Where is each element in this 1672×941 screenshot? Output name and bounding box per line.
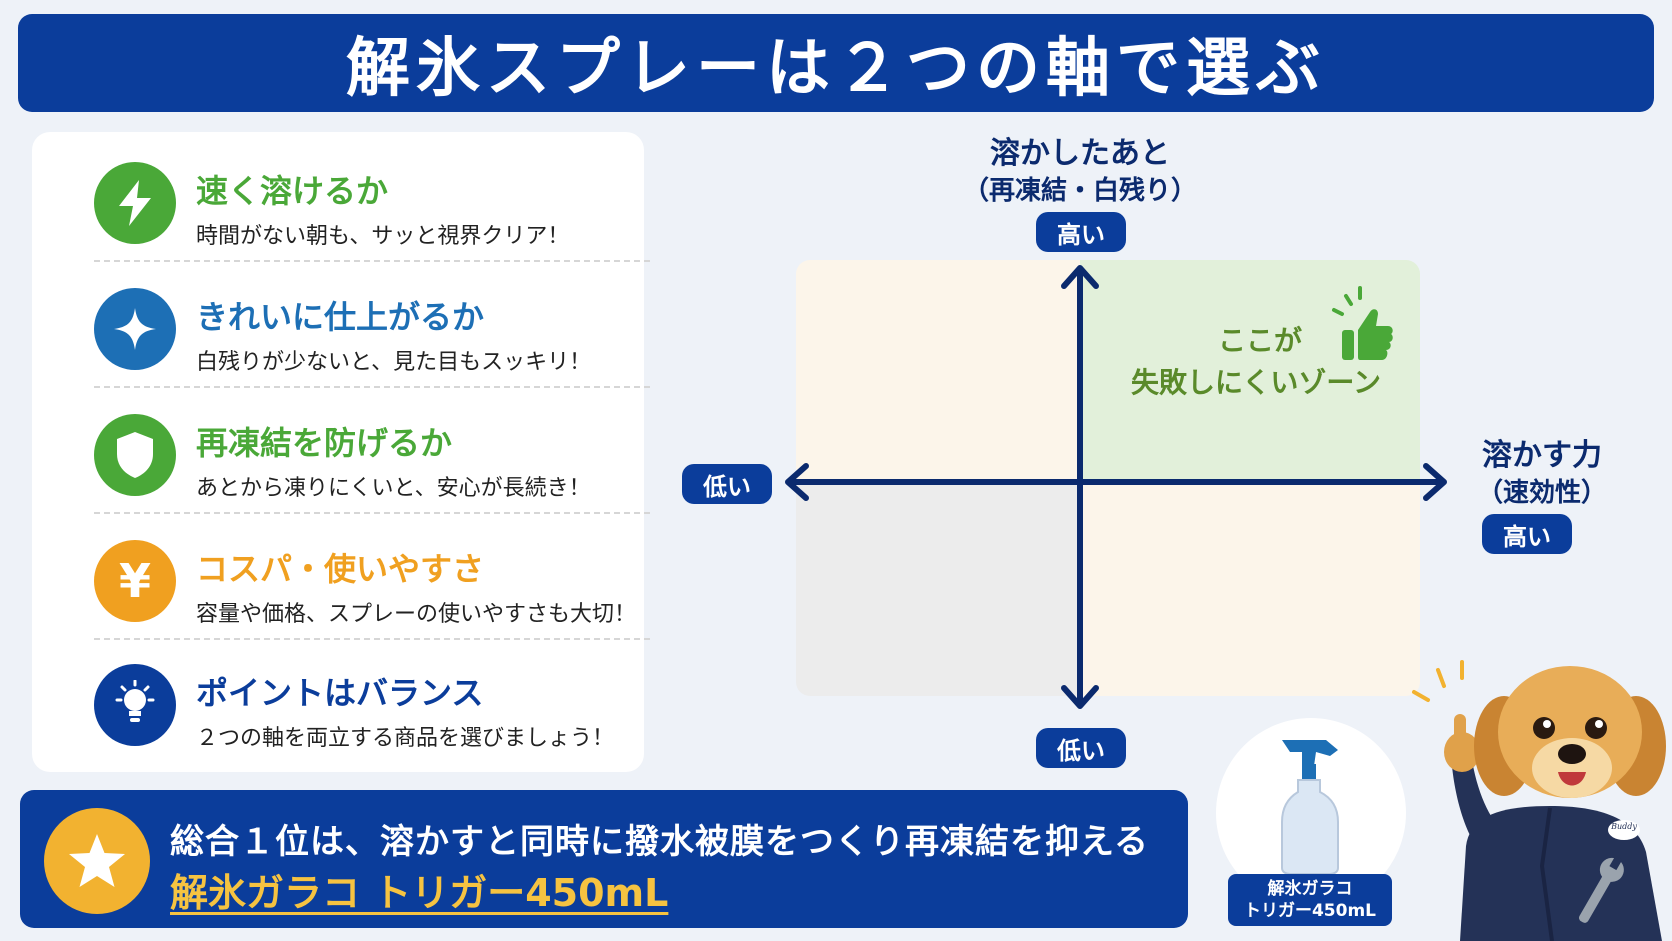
divider (94, 260, 650, 262)
mascot-name-patch: Buddy (1611, 822, 1637, 831)
quadrant-top-right (1080, 260, 1420, 480)
page-title: 解氷スプレーは２つの軸で選ぶ (346, 32, 1326, 106)
point-description: 時間がない朝も、サッと視界クリア！ (196, 224, 570, 249)
sparkle-icon (94, 288, 176, 370)
shield-icon (94, 414, 176, 496)
point-title: コスパ・使いやすさ (196, 550, 485, 588)
quadrant-bottom-right (1080, 480, 1420, 696)
product-link[interactable]: 解氷ガラコ トリガー450mL (170, 871, 669, 915)
point-item-speed: 速く溶けるか 時間がない朝も、サッと視界クリア！ (62, 136, 650, 262)
point-title: 速く溶けるか (196, 172, 389, 210)
y-axis-subtitle: （再凍結・白残り） (962, 176, 1197, 206)
bottle-label-line2: トリガー450mL (1243, 901, 1377, 921)
mascot-dog: Buddy (1400, 656, 1672, 941)
point-description: 白残りが少ないと、見た目もスッキリ！ (196, 350, 592, 375)
quadrant-bottom-left (796, 480, 1080, 696)
point-description: ２つの軸を両立する商品を選びましょう！ (196, 726, 615, 751)
x-axis-title: 溶かす力 (1482, 438, 1602, 473)
summary-text: 総合１位は、溶かすと同時に撥水被膜をつくり再凍結を抑える (170, 822, 1149, 862)
divider (94, 386, 650, 388)
x-high-badge: 高い (1482, 514, 1572, 554)
summary-banner: 総合１位は、溶かすと同時に撥水被膜をつくり再凍結を抑える 解氷ガラコ トリガー4… (20, 790, 1188, 928)
x-low-badge: 低い (682, 464, 772, 504)
product-bottle-label: 解氷ガラコ トリガー450mL (1228, 874, 1392, 926)
y-high-badge: 高い (1036, 212, 1126, 252)
yen-icon: ¥ (94, 540, 176, 622)
lightbulb-icon (94, 664, 176, 746)
quadrant-top-left (796, 260, 1080, 480)
point-item-refreeze: 再凍結を防げるか あとから凍りにくいと、安心が長続き！ (62, 388, 650, 514)
point-title: きれいに仕上がるか (196, 298, 485, 336)
y-low-badge: 低い (1036, 728, 1126, 768)
title-banner: 解氷スプレーは２つの軸で選ぶ (18, 14, 1654, 112)
point-description: あとから凍りにくいと、安心が長続き！ (196, 476, 591, 501)
selection-points-card: 速く溶けるか 時間がない朝も、サッと視界クリア！ きれいに仕上がるか 白残りが少… (32, 132, 650, 772)
point-item-cost: ¥ コスパ・使いやすさ 容量や価格、スプレーの使いやすさも大切！ (62, 514, 650, 640)
point-item-finish: きれいに仕上がるか 白残りが少ないと、見た目もスッキリ！ (62, 262, 650, 388)
recommended-zone-line2: 失敗しにくいゾーン (1130, 366, 1382, 399)
recommended-zone-line1: ここが (1217, 324, 1302, 357)
star-icon (44, 808, 150, 914)
point-item-balance: ポイントはバランス ２つの軸を両立する商品を選びましょう！ (62, 638, 614, 764)
bottle-label-line1: 解氷ガラコ (1267, 879, 1353, 899)
divider (94, 512, 650, 514)
x-axis-subtitle: （速効性） (1476, 478, 1607, 508)
point-title: ポイントはバランス (196, 674, 484, 712)
y-axis-title: 溶かしたあと (990, 136, 1170, 171)
divider (94, 638, 650, 640)
thumbs-up-icon (1320, 284, 1396, 368)
spray-bottle-icon (1268, 736, 1356, 880)
point-title: 再凍結を防げるか (196, 424, 453, 462)
lightning-icon (94, 162, 176, 244)
point-description: 容量や価格、スプレーの使いやすさも大切！ (196, 602, 637, 627)
